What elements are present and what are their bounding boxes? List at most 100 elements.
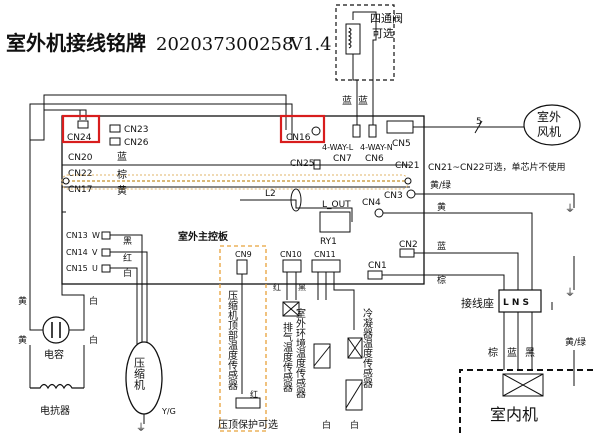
cn16-connector [311, 126, 321, 136]
capacitor-lead-left [29, 318, 43, 331]
cn26-label: CN26 [124, 138, 149, 148]
wire-left-loop [30, 95, 45, 141]
compressor-wire-black: 黑 [123, 236, 132, 247]
cn9-connector [236, 259, 248, 275]
exhaust-sensor-x2 [282, 301, 300, 317]
indoor-unit-box [459, 369, 593, 433]
cn13-pin: W [92, 231, 100, 240]
cn3-connector [406, 189, 416, 199]
cn6-label: CN6 [365, 154, 384, 164]
cn15-label: CN15 [66, 264, 88, 273]
valve-label-2: 可选 [372, 27, 394, 40]
cn15-connector [101, 264, 111, 273]
wire-cn1 [382, 274, 505, 290]
capacitor-icon [42, 316, 70, 344]
cn22-label: CN22 [68, 169, 92, 179]
exhaust-wire-black: 黑 [298, 283, 306, 292]
top-sensor-dashed-box [219, 245, 267, 432]
terminal-pins: L N S [503, 298, 529, 308]
cn20-wire-color: 蓝 [117, 151, 127, 163]
compressor-wire-red: 红 [123, 252, 132, 264]
ground-icon-2: ⏚ [565, 287, 575, 299]
reactor-coil-icon [30, 383, 84, 390]
indoor-terminal-x2 [502, 373, 544, 397]
wire-fan-slash [474, 120, 483, 134]
wire-compressor-u [110, 267, 138, 345]
wire-second-loop [29, 103, 293, 140]
wire-cn2 [414, 252, 519, 290]
terminal-block [498, 289, 542, 313]
condenser-sensor-slash [345, 381, 363, 409]
l2-label: L2 [265, 189, 276, 199]
cn16-highlight [279, 114, 326, 144]
wire-compressor-w [110, 234, 143, 345]
cn21-label: CN21 [395, 161, 419, 171]
terminal-block-label: 接线座 [461, 296, 494, 310]
compressor-ground-label: Y/G [161, 407, 176, 416]
cn25-label: CN25 [290, 159, 314, 169]
cn5-label: CN5 [392, 139, 411, 149]
main-board-label: 室外主控板 [178, 230, 229, 243]
diagram-title: 室外机接线铭牌 [6, 31, 146, 55]
valve-wire-blue-2: 蓝 [358, 95, 368, 107]
ambient-sensor-label: 室外环境温度传感器 [294, 307, 306, 399]
cap-wire-yellow-2: 黄 [18, 334, 27, 346]
compressor-label: 压缩机 [133, 357, 146, 390]
relay-ry1 [319, 211, 351, 233]
cn7-label: CN7 [333, 154, 352, 164]
cn16-label: CN16 [286, 133, 311, 143]
cn13-connector [101, 231, 111, 240]
cap-wire-white-2: 白 [89, 334, 98, 346]
cn22-node [62, 177, 70, 185]
cn24-highlight [61, 114, 101, 144]
indoor-unit-label: 室内机 [490, 405, 538, 424]
cn24-connector [77, 120, 89, 129]
wire-l2 [240, 199, 353, 222]
cn11-connector [311, 259, 341, 273]
condenser-wire-white: 白 [350, 419, 359, 431]
exhaust-sensor-label: 排气温度传感器 [281, 321, 293, 393]
cn7-connector [352, 124, 361, 138]
pin-4way-l: 4-WAY-L [322, 143, 354, 152]
cn1-connector [367, 270, 383, 280]
cn24-label: CN24 [67, 133, 92, 143]
cn6-connector [368, 124, 377, 138]
l-out-label: L_OUT [322, 200, 351, 210]
cn10-connector [282, 259, 302, 273]
cap-wire-yellow-1: 黄 [18, 295, 27, 307]
indoor-wire-brown: 棕 [488, 346, 498, 359]
condenser-sensor-x2 [347, 337, 363, 359]
fan-label-1: 室外 [537, 109, 561, 124]
indoor-ground-color: 黄/绿 [565, 336, 586, 348]
compressor-ground-icon: ⏚ [136, 422, 146, 433]
condenser-sensor-label: 冷凝器温度传感器 [361, 307, 373, 389]
wire-cn3-ground [415, 193, 575, 208]
ferrite-ring-icon [290, 188, 302, 212]
valve-coil [345, 23, 361, 55]
pin-4way-n: 4-WAY-N [360, 143, 393, 152]
capacitor-label: 电容 [44, 348, 64, 361]
main-board-outline [61, 115, 425, 285]
cn17-wire-color: 黄 [117, 184, 127, 197]
ry1-label: RY1 [320, 237, 337, 247]
top-protector-label: 压顶保护可选 [218, 418, 278, 431]
cn4-connector [374, 208, 384, 218]
cap-wire-white-1: 白 [89, 295, 98, 307]
wire-capacitor-right [61, 211, 85, 318]
cn23-label: CN23 [124, 125, 148, 135]
cn1-label: CN1 [368, 261, 387, 271]
valve-coil-icon [347, 27, 352, 49]
wire-valve-n [352, 11, 377, 126]
top-protector-wire: 红 [250, 389, 258, 399]
cn2-label: CN2 [399, 240, 418, 250]
cn23-connector [109, 124, 121, 133]
ambient-wire-white: 白 [322, 419, 331, 431]
cn15-pin: U [92, 264, 98, 273]
cn2-wire-color: 蓝 [437, 240, 446, 252]
cn1-wire-color: 棕 [437, 274, 446, 286]
cn3-wire-color: 黄/绿 [430, 179, 451, 191]
diagram-version: V1.4 [289, 34, 332, 55]
ambient-sensor-slash [313, 345, 331, 367]
cn21-node [404, 177, 412, 185]
